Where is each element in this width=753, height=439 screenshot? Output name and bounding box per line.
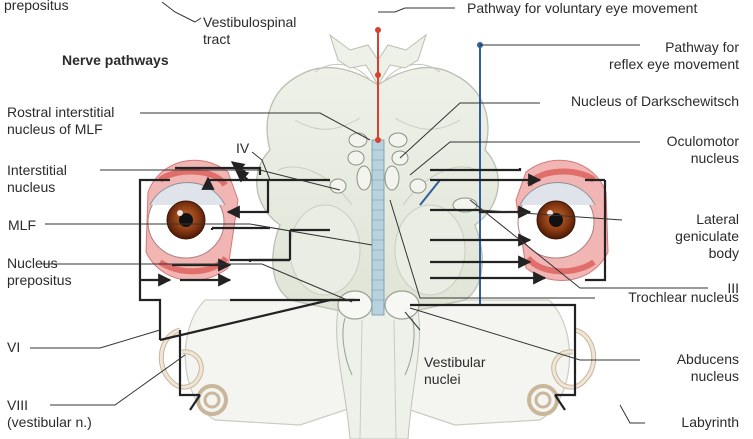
label-labyrinth: Labyrinth	[681, 414, 739, 431]
label-nucleus-darkschewitsch: Nucleus of Darkschewitsch	[571, 93, 739, 110]
label-pathway-voluntary: Pathway for voluntary eye movement	[467, 0, 697, 17]
label-rostral-interstitial: Rostral interstitial nucleus of MLF	[7, 104, 114, 138]
label-vestibulospinal-tract: Vestibulospinal tract	[203, 14, 296, 48]
mlf-column	[372, 140, 384, 315]
label-vestibular-nuclei: Vestibular nuclei	[424, 354, 485, 388]
label-mlf: MLF	[8, 217, 36, 234]
label-iv: IV	[236, 140, 249, 157]
left-eye	[146, 160, 238, 280]
label-nucleus-prepositus-top: prepositus	[4, 0, 69, 14]
label-nerve-pathways-title: Nerve pathways	[62, 52, 169, 69]
label-trochlear-nucleus: Trochlear nucleus	[628, 289, 739, 306]
label-viii: VIII (vestibular n.)	[7, 397, 92, 431]
label-vi: VI	[7, 339, 20, 356]
label-nucleus-prepositus: Nucleus prepositus	[7, 255, 72, 289]
label-interstitial-nucleus: Interstitial nucleus	[7, 162, 67, 196]
label-lateral-geniculate: Lateral geniculate body	[675, 211, 739, 262]
label-oculomotor-nucleus: Oculomotor nucleus	[667, 133, 739, 167]
label-pathway-reflex: Pathway for reflex eye movement	[609, 39, 739, 73]
label-abducens-nucleus: Abducens nucleus	[677, 351, 739, 385]
